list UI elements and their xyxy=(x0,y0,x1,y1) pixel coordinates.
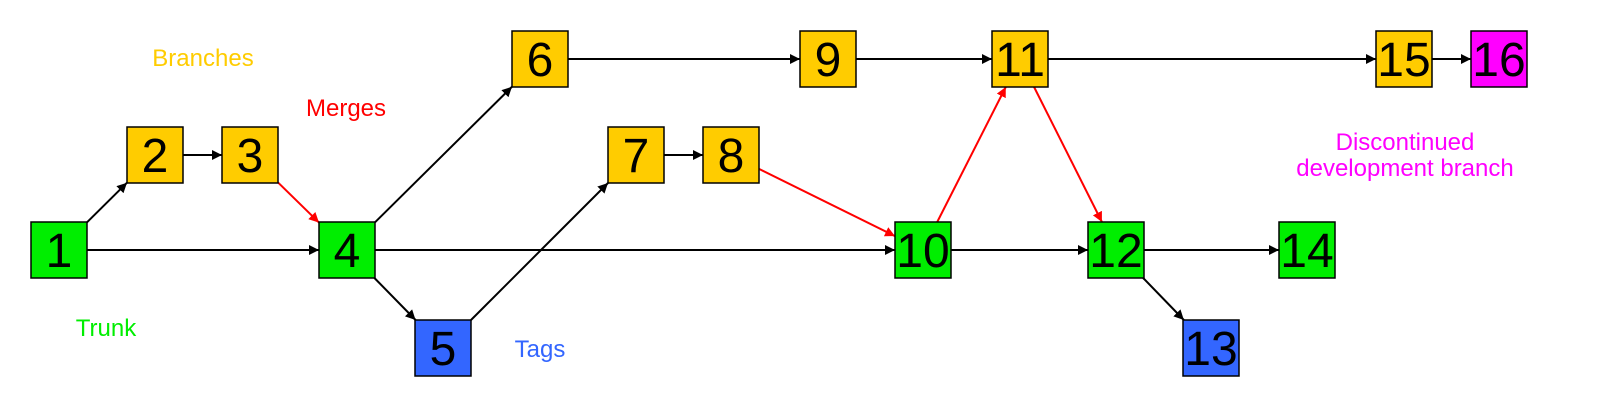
node-label-10: 10 xyxy=(896,225,949,278)
node-box-9 xyxy=(799,30,857,88)
node-10: 10 xyxy=(894,221,952,279)
node-label-7: 7 xyxy=(623,130,650,183)
node-label-15: 15 xyxy=(1377,34,1430,87)
node-9: 9 xyxy=(799,30,857,88)
node-box-11 xyxy=(991,30,1049,88)
node-box-3 xyxy=(221,126,279,184)
node-15: 15 xyxy=(1375,30,1433,88)
node-6: 6 xyxy=(511,30,569,88)
node-label-2: 2 xyxy=(142,130,169,183)
node-label-3: 3 xyxy=(237,130,264,183)
merge-arrow-10-to-11 xyxy=(936,86,1007,223)
legend-discontinued-line1: Discontinued xyxy=(1336,129,1475,156)
edges-layer xyxy=(86,54,1471,321)
node-label-6: 6 xyxy=(527,34,554,87)
node-label-9: 9 xyxy=(815,34,842,87)
node-box-4 xyxy=(318,221,376,279)
node-box-6 xyxy=(511,30,569,88)
edge-arrow-5-to-7 xyxy=(470,182,609,321)
edge-arrow-4-to-6 xyxy=(374,85,513,224)
node-box-1 xyxy=(30,221,88,279)
node-box-7 xyxy=(607,126,665,184)
legend-merges: Merges xyxy=(306,95,386,122)
node-12: 12 xyxy=(1087,221,1145,279)
node-13: 13 xyxy=(1182,319,1240,377)
node-label-13: 13 xyxy=(1184,323,1237,376)
merge-arrow-11-to-12 xyxy=(1033,86,1103,223)
legend-trunk: Trunk xyxy=(76,315,137,342)
legend-branches: Branches xyxy=(152,45,253,72)
node-box-15 xyxy=(1375,30,1433,88)
merge-arrow-8-to-10 xyxy=(758,167,896,238)
node-box-16 xyxy=(1470,30,1528,88)
edge-arrow-4-to-5 xyxy=(373,277,417,321)
node-label-5: 5 xyxy=(430,323,457,376)
node-label-11: 11 xyxy=(995,34,1045,87)
node-3: 3 xyxy=(221,126,279,184)
node-14: 14 xyxy=(1278,221,1336,279)
node-1: 1 xyxy=(30,221,88,279)
node-16: 16 xyxy=(1470,30,1528,88)
node-box-8 xyxy=(702,126,760,184)
node-label-14: 14 xyxy=(1280,225,1333,278)
node-label-12: 12 xyxy=(1089,225,1142,278)
edge-arrow-12-to-13 xyxy=(1142,277,1185,321)
node-7: 7 xyxy=(607,126,665,184)
node-2: 2 xyxy=(126,126,184,184)
node-label-16: 16 xyxy=(1472,34,1525,87)
legend-tags: Tags xyxy=(515,336,566,363)
node-box-10 xyxy=(894,221,952,279)
edge-arrow-1-to-2 xyxy=(86,181,128,224)
node-4: 4 xyxy=(318,221,376,279)
node-box-12 xyxy=(1087,221,1145,279)
node-label-4: 4 xyxy=(334,225,361,278)
node-label-8: 8 xyxy=(718,130,745,183)
node-label-1: 1 xyxy=(46,225,73,278)
node-box-14 xyxy=(1278,221,1336,279)
node-box-5 xyxy=(414,319,472,377)
node-box-2 xyxy=(126,126,184,184)
legend-discontinued-line2: development branch xyxy=(1296,155,1513,182)
node-box-13 xyxy=(1182,319,1240,377)
node-11: 11 xyxy=(991,30,1049,88)
merge-arrow-3-to-4 xyxy=(277,181,320,224)
node-8: 8 xyxy=(702,126,760,184)
node-5: 5 xyxy=(414,319,472,377)
